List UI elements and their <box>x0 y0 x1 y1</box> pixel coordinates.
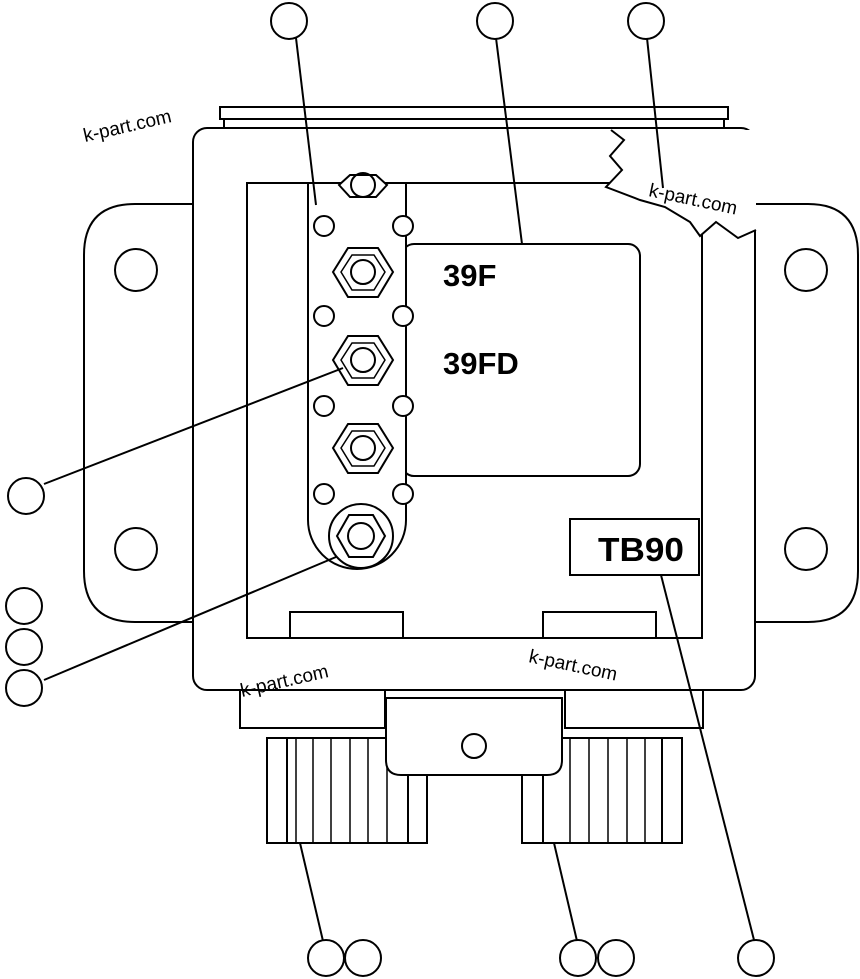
callout-balloon <box>5 587 43 625</box>
callout-balloon <box>627 2 665 40</box>
left-lower-mount-hole <box>114 527 158 571</box>
block-id-tag <box>569 518 700 576</box>
right-upper-mount-hole <box>784 248 828 292</box>
cutaway-break <box>606 130 756 238</box>
callout-balloon <box>270 2 308 40</box>
terminal-label-39f: 39F <box>443 258 496 293</box>
callout-balloon <box>559 939 597 977</box>
callout-balloon <box>7 477 45 515</box>
terminal-nut-4 <box>331 423 395 474</box>
bracket-hole <box>461 733 487 759</box>
cover-tabs <box>289 611 657 639</box>
left-mounting-flange <box>83 203 196 623</box>
terminal-nut-39f <box>331 247 395 298</box>
terminal-nut-top <box>337 172 389 198</box>
callout-balloon <box>5 628 43 666</box>
watermark-top-left: k-part.com <box>81 106 173 147</box>
callout-balloon <box>344 939 382 977</box>
left-upper-mount-hole <box>114 248 158 292</box>
terminal-nut-39fd <box>331 335 395 386</box>
right-lower-mount-hole <box>784 527 828 571</box>
callout-balloons <box>5 2 775 977</box>
leader-lines <box>43 37 755 942</box>
block-id-label: TB90 <box>598 531 684 568</box>
callout-balloon <box>307 939 345 977</box>
callout-balloon <box>737 939 775 977</box>
callout-balloon <box>597 939 635 977</box>
right-mounting-flange <box>751 203 859 623</box>
top-rail <box>219 106 729 130</box>
label-plate <box>401 243 641 477</box>
center-bracket <box>385 697 563 776</box>
terminal-ground-stud <box>328 503 394 569</box>
callout-balloon <box>476 2 514 40</box>
terminal-label-39fd: 39FD <box>443 346 519 381</box>
callout-balloon <box>5 669 43 707</box>
